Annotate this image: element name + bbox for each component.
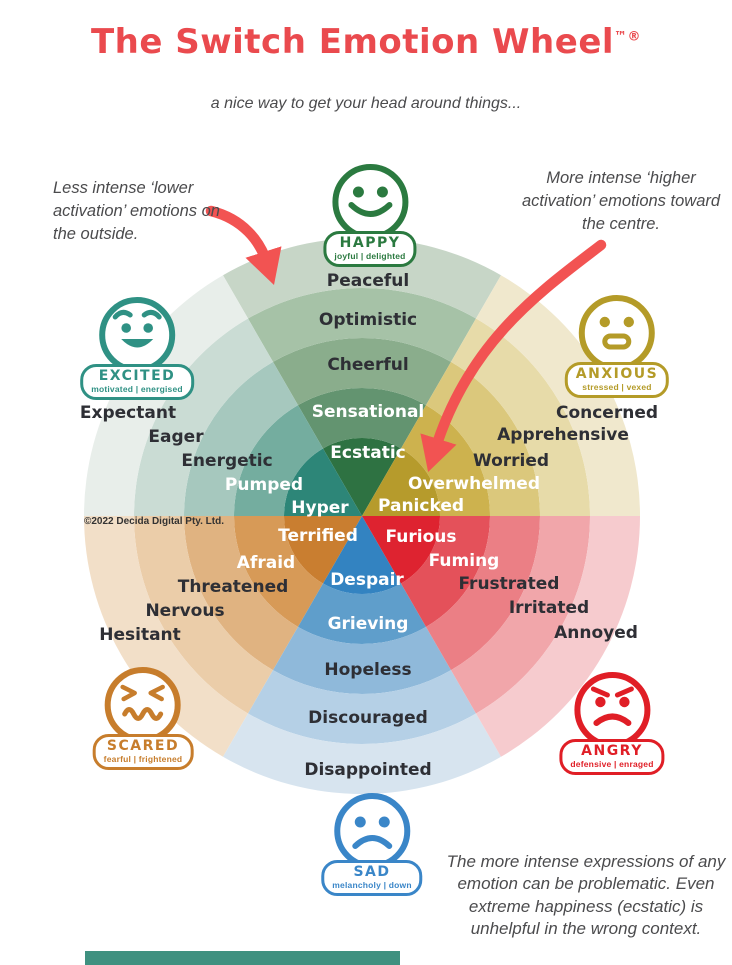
annotation-outer-emotions: Less intense ‘lower activation’ emotions… <box>53 179 220 243</box>
wheel-band-happy-1 <box>298 388 426 449</box>
anxious-face-block: ANXIOUS stressed | vexed <box>564 291 670 399</box>
emotion-word-discouraged: Discouraged <box>308 708 428 728</box>
happy-badge: HAPPY joyful | delighted <box>323 231 417 268</box>
wheel-band-sad-1 <box>298 583 426 644</box>
excited-face-block: EXCITED motivated | energised <box>80 293 194 401</box>
wheel-band-angry-4 <box>476 516 640 757</box>
sad-face-icon <box>334 793 410 869</box>
wheel-band-sad-0 <box>323 516 401 594</box>
anxious-badge-label: ANXIOUS <box>575 366 659 382</box>
emotion-word-eager: Eager <box>148 427 204 447</box>
wheel-band-scared-4 <box>83 516 248 757</box>
footnote-text: The more intense expressions of any emot… <box>446 852 726 939</box>
excited-face-icon <box>98 297 175 373</box>
emotion-word-optimistic: Optimistic <box>318 310 418 330</box>
emotion-word-afraid: Afraid <box>236 553 296 573</box>
emotion-word-concerned: Concerned <box>555 403 659 423</box>
emotion-word-irritated: Irritated <box>508 598 590 618</box>
emotion-word-energetic: Energetic <box>181 451 273 471</box>
annotation-centre-emotions: More intense ‘higher activation’ emotion… <box>521 169 721 233</box>
sad-badge-sublabel: melancholy | down <box>332 880 412 891</box>
emotion-word-peaceful: Peaceful <box>326 271 410 291</box>
emotion-word-cheerful: Cheerful <box>327 355 409 375</box>
emotion-word-sensational: Sensational <box>311 402 425 422</box>
emotion-word-despair: Despair <box>330 570 404 590</box>
emotion-word-grieving: Grieving <box>327 614 409 634</box>
excited-badge: EXCITED motivated | energised <box>80 364 194 401</box>
wheel-band-scared-2 <box>184 516 298 671</box>
wheel-band-scared-1 <box>234 516 323 627</box>
wheel-band-sad-4 <box>223 713 501 795</box>
emotion-word-frustrated: Frustrated <box>458 574 560 594</box>
sad-badge-label: SAD <box>353 864 391 880</box>
page-subtitle: a nice way to get your head around thing… <box>210 95 522 112</box>
anxious-badge-sublabel: stressed | vexed <box>582 382 652 393</box>
emotion-word-furious: Furious <box>385 527 457 547</box>
scared-badge-label: SCARED <box>106 738 180 754</box>
wheel-band-happy-0 <box>323 437 401 516</box>
wheel-band-excited-0 <box>284 448 362 516</box>
happy-badge-label: HAPPY <box>339 235 401 251</box>
wheel-band-scared-0 <box>284 516 362 584</box>
emotion-word-ecstatic: Ecstatic <box>330 443 406 463</box>
wheel-band-angry-3 <box>451 516 590 714</box>
excited-badge-label: EXCITED <box>98 368 176 384</box>
wheel-band-angry-1 <box>401 516 490 627</box>
wheel-band-excited-2 <box>184 361 298 516</box>
emotion-word-pumped: Pumped <box>224 475 304 495</box>
scared-face-icon <box>104 667 181 743</box>
sad-face-block: SAD melancholy | down <box>321 789 423 897</box>
page-title-text: The Switch Emotion Wheel <box>90 22 615 62</box>
sad-badge: SAD melancholy | down <box>321 860 423 897</box>
wheel-band-sad-3 <box>248 670 476 744</box>
emotion-word-worried: Worried <box>472 451 550 471</box>
emotion-word-fuming: Fuming <box>428 551 500 571</box>
angry-badge-label: ANGRY <box>581 743 643 759</box>
emotion-word-hyper: Hyper <box>291 498 349 518</box>
copyright-text: ©2022 Decida Digital Pty. Ltd. <box>84 516 224 527</box>
angry-face-block: ANGRY defensive | enraged <box>559 668 665 776</box>
excited-badge-sublabel: motivated | energised <box>91 384 183 395</box>
emotion-word-disappointed: Disappointed <box>304 760 432 780</box>
scared-badge-sublabel: fearful | frightened <box>103 754 183 765</box>
emotion-word-nervous: Nervous <box>145 601 225 621</box>
wheel-band-sad-2 <box>273 626 451 694</box>
emotion-word-annoyed: Annoyed <box>554 623 638 643</box>
emotion-word-hopeless: Hopeless <box>324 660 412 680</box>
trademark-mark: ™® <box>614 29 642 45</box>
scared-badge: SCARED fearful | frightened <box>92 734 194 771</box>
wheel-band-excited-3 <box>134 318 273 516</box>
scared-face-block: SCARED fearful | frightened <box>92 663 194 771</box>
emotion-word-threatened: Threatened <box>177 577 289 597</box>
footer-teal-bar <box>85 951 400 965</box>
emotion-word-expectant: Expectant <box>79 403 177 423</box>
wheel-band-happy-3 <box>248 288 476 362</box>
emotion-word-apprehensive: Apprehensive <box>497 425 629 445</box>
anxious-badge: ANXIOUS stressed | vexed <box>564 362 670 399</box>
wheel-band-angry-2 <box>426 516 540 671</box>
happy-face-block: HAPPY joyful | delighted <box>323 160 417 268</box>
angry-face-icon <box>574 672 650 748</box>
wheel-band-angry-0 <box>362 516 440 584</box>
wheel-band-scared-3 <box>134 516 273 714</box>
emotion-word-hesitant: Hesitant <box>99 625 181 645</box>
happy-badge-sublabel: joyful | delighted <box>334 251 406 262</box>
wheel-band-happy-2 <box>273 338 451 406</box>
emotion-word-overwhelmed: Overwhelmed <box>407 474 541 494</box>
emotion-word-terrified: Terrified <box>278 526 358 546</box>
emotion-word-panicked: Panicked <box>377 496 465 516</box>
angry-badge: ANGRY defensive | enraged <box>559 739 665 776</box>
wheel-band-excited-1 <box>234 405 323 516</box>
angry-badge-sublabel: defensive | enraged <box>570 759 654 770</box>
page-title: The Switch Emotion Wheel™® <box>0 22 732 62</box>
